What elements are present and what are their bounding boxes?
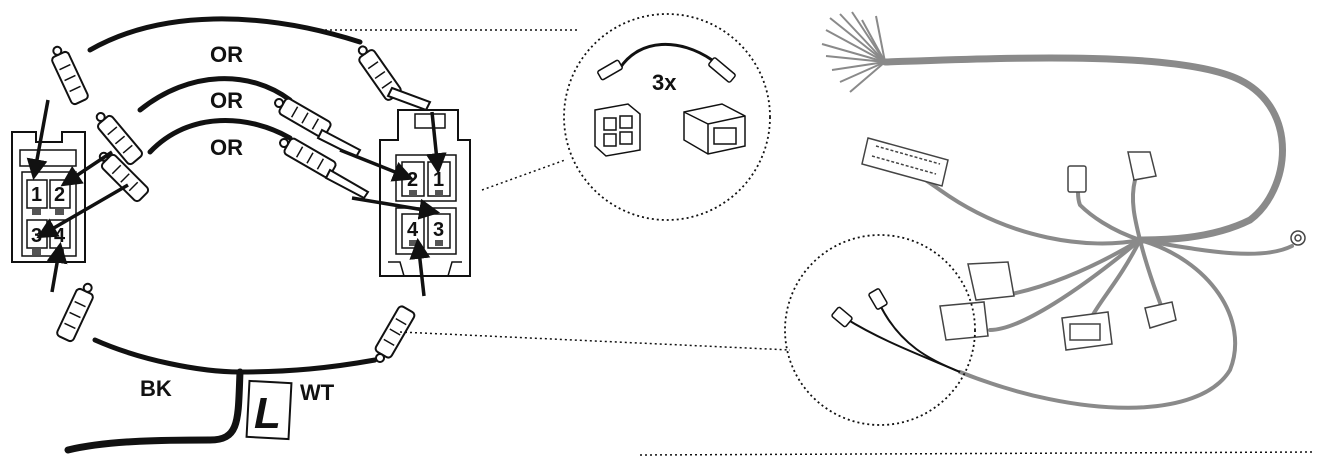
left-connector: 1 2 3 4 (11, 131, 86, 263)
kit-quantity: 3x (652, 70, 677, 95)
male-connector-housing (683, 103, 746, 155)
terminal-pins (316, 86, 432, 200)
harness-wire-fan (821, 11, 886, 93)
left-pin-1: 1 (31, 184, 42, 206)
wire-label-bk: BK (140, 376, 172, 401)
harness-connector-small (1067, 151, 1177, 329)
orange-wire-3 (147, 118, 293, 155)
harness-overview (784, 11, 1306, 426)
harness-trunk (881, 54, 1286, 244)
harness-tag-letter: L (254, 389, 281, 438)
right-pin-1: 1 (433, 169, 444, 191)
harness-tag: L (245, 379, 293, 441)
ring-terminal (1290, 230, 1306, 246)
wire-label-or-1: OR (210, 42, 243, 67)
pigtail-detail-circle (784, 234, 976, 426)
wire-label-or-2: OR (210, 88, 243, 113)
harness-connector-main (861, 137, 949, 187)
female-connector-housing (594, 103, 641, 157)
wire-group (64, 16, 378, 454)
wire-label-wt: WT (300, 380, 335, 405)
kit-detail-circle: 3x (563, 13, 771, 221)
white-wire (237, 357, 378, 375)
terminal-crimp (46, 42, 91, 107)
pin-arrows (26, 99, 447, 297)
jumper-terminal (708, 57, 736, 83)
cavity (49, 179, 71, 209)
arrow-to-left-pin-4 (46, 241, 68, 293)
arrow-to-right-pin-3 (351, 196, 441, 220)
arrow-to-right-pin-1 (425, 111, 447, 175)
right-pin-4: 4 (407, 219, 419, 241)
leader-lines (310, 29, 1316, 456)
right-pin-2: 2 (407, 169, 418, 191)
arrow-to-left-pin-3 (36, 183, 129, 239)
pigtail-wires (844, 304, 961, 373)
arrow-to-left-pin-2 (60, 150, 113, 187)
arrow-to-left-pin-1 (26, 99, 50, 181)
main-cable (64, 368, 244, 454)
left-pin-2: 2 (54, 184, 65, 206)
right-connector: 2 1 4 3 (379, 109, 471, 277)
jumper-terminal (597, 59, 623, 81)
orange-wire-1 (87, 16, 363, 53)
pigtail-terminals (831, 288, 888, 328)
terminal-crimp (54, 279, 99, 344)
wire-label-or-3: OR (210, 135, 243, 160)
orange-wire-2 (137, 76, 293, 113)
terminal-crimp (369, 303, 417, 367)
arrow-to-right-pin-4 (409, 237, 431, 297)
right-pin-3: 3 (433, 219, 444, 241)
harness-connector-cluster (939, 261, 1113, 351)
arrow-to-right-pin-2 (339, 148, 414, 182)
harness-branches (903, 163, 1294, 410)
black-wire (92, 337, 243, 375)
